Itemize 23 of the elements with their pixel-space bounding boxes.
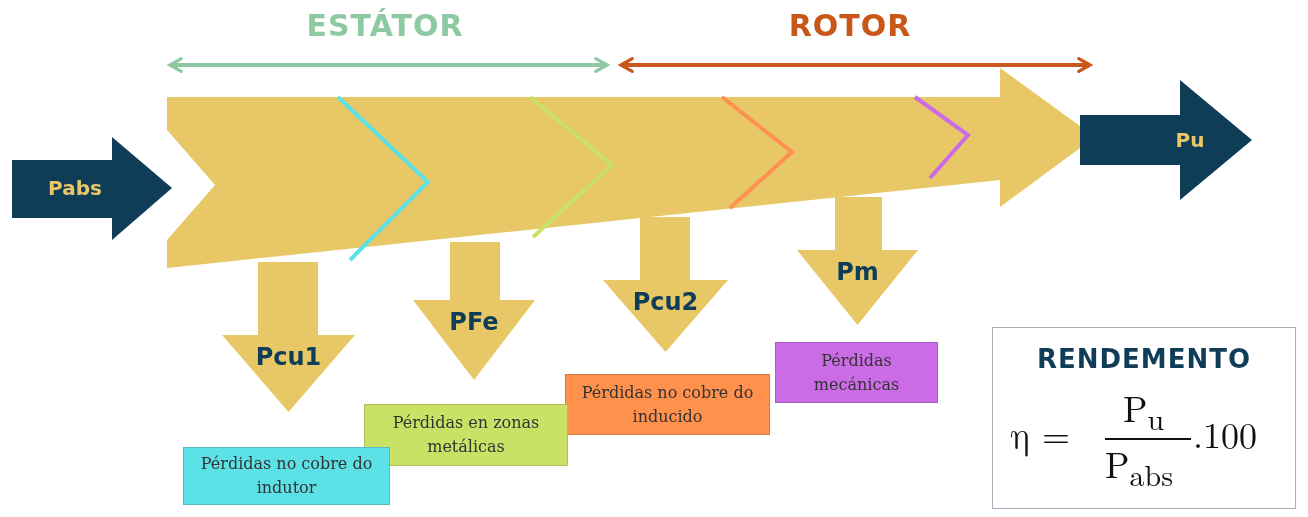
section-title: ROTOR xyxy=(788,8,912,43)
loss-arrow xyxy=(603,217,728,352)
loss-arrow xyxy=(413,242,535,380)
arrow-shape xyxy=(1080,80,1252,200)
description-box: Pérdidas no cobre do inducido xyxy=(565,374,770,435)
description-box: Pérdidas no cobre do indutor xyxy=(183,447,390,505)
power-label: Pabs xyxy=(48,176,102,200)
formula-panel xyxy=(992,327,1296,509)
formula-text: .100 xyxy=(1193,418,1257,457)
formula-text: P$_{u}$ xyxy=(1123,392,1165,439)
power-label: PFe xyxy=(449,308,499,336)
power-label: Pu xyxy=(1175,128,1205,152)
loss-arrow xyxy=(797,197,918,325)
panel-heading: RENDEMENTO xyxy=(1035,344,1253,374)
formula-text: P$_{abs}$ xyxy=(1105,448,1174,495)
loss-arrow xyxy=(222,262,355,412)
power-label: Pcu2 xyxy=(632,288,699,316)
power-label: Pcu1 xyxy=(255,343,322,371)
section-title: ESTÁTOR xyxy=(306,8,464,43)
arrow-shape xyxy=(12,137,172,240)
description-box: Pérdidas mecánicas xyxy=(775,342,938,403)
formula-text: η = xyxy=(1011,418,1071,459)
power-label: Pm xyxy=(836,258,879,286)
